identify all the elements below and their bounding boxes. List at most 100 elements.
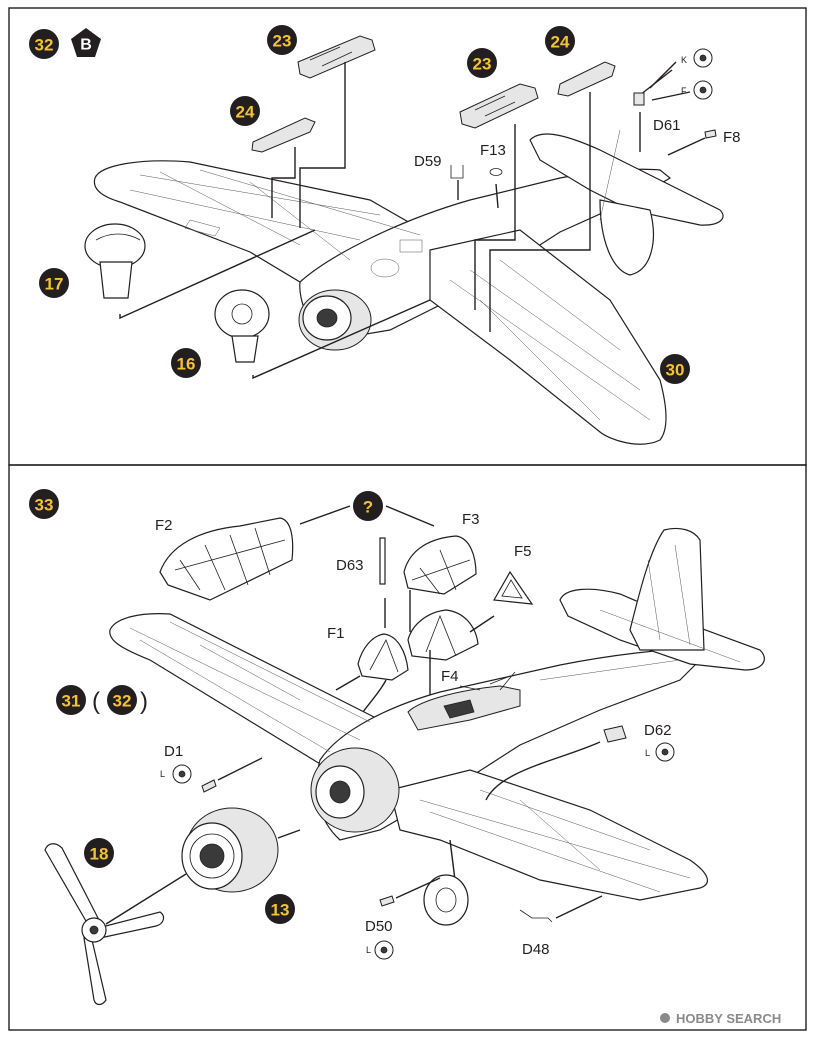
leader-f13 — [495, 183, 499, 209]
label-d59: D59 — [414, 153, 442, 170]
part-24-right — [557, 61, 616, 97]
callout-23-right: 23 — [467, 48, 497, 78]
label-d1: D1 — [164, 743, 183, 760]
callout-24-left: 24 — [230, 96, 260, 126]
part-24-left — [251, 117, 316, 153]
callout-18: 18 — [84, 838, 114, 868]
paint-code-d50: L — [366, 945, 371, 955]
part-d1 — [201, 779, 217, 793]
part-f8 — [704, 129, 717, 139]
svg-text:32: 32 — [35, 36, 54, 55]
leader-13 — [277, 829, 301, 839]
part-13-cowl — [181, 807, 279, 893]
paren-close: ) — [140, 688, 148, 715]
part-18-propeller — [44, 843, 165, 1006]
paint-swatch-d50 — [374, 940, 394, 960]
part-f3 — [403, 535, 477, 595]
callout-16: 16 — [171, 348, 201, 378]
watermark: HOBBY SEARCH — [660, 1011, 781, 1026]
leader-f5 — [469, 615, 495, 633]
part-d61 — [633, 69, 673, 106]
step-32-badge: B — [71, 28, 101, 57]
callout-13: 13 — [265, 894, 295, 924]
label-f1: F1 — [327, 625, 345, 642]
svg-text:32: 32 — [113, 692, 132, 711]
part-17 — [84, 223, 146, 299]
label-f5: F5 — [514, 543, 532, 560]
svg-text:17: 17 — [45, 275, 64, 294]
part-16 — [214, 289, 270, 363]
paren-open: ( — [92, 688, 100, 715]
step-33-marker: 33 — [29, 489, 59, 519]
leader-18 — [105, 873, 187, 925]
part-d48 — [519, 909, 553, 923]
svg-text:24: 24 — [551, 33, 570, 52]
leader-f1 — [335, 675, 361, 691]
label-f4: F4 — [441, 668, 459, 685]
leader-d50 — [395, 877, 441, 899]
svg-text:?: ? — [363, 498, 373, 517]
paint-code-d62: L — [645, 748, 650, 758]
part-d59 — [450, 165, 464, 179]
svg-text:33: 33 — [35, 496, 54, 515]
part-f4 — [407, 609, 479, 661]
paint-swatch-f — [693, 80, 713, 100]
part-f2 — [159, 517, 294, 601]
leader-23-right — [474, 124, 516, 310]
part-f5 — [493, 570, 534, 605]
callout-23-left: 23 — [267, 25, 297, 55]
leader-17 — [119, 229, 316, 320]
paint-swatch-d62 — [655, 742, 675, 762]
label-d63: D63 — [336, 557, 364, 574]
paint-code-d1: L — [160, 769, 165, 779]
svg-text:30: 30 — [666, 361, 685, 380]
paint-swatch-k — [693, 48, 713, 68]
label-d48: D48 — [522, 941, 550, 958]
label-d62: D62 — [644, 722, 672, 739]
svg-text:13: 13 — [271, 901, 290, 920]
aircraft-underside — [93, 129, 724, 445]
svg-text:23: 23 — [273, 32, 292, 51]
callout-17: 17 — [39, 268, 69, 298]
callout-24-right: 24 — [545, 26, 575, 56]
part-d63 — [379, 537, 386, 585]
leader-16 — [252, 299, 431, 380]
panel-step-33 — [8, 464, 807, 1031]
step-question-marker: ? — [353, 491, 383, 521]
leader-f8 — [667, 137, 706, 156]
label-f13: F13 — [480, 142, 506, 159]
leader-d1 — [217, 757, 263, 781]
leader-24-right — [489, 92, 591, 332]
svg-text:24: 24 — [236, 103, 255, 122]
part-f1 — [357, 633, 409, 681]
leader-d62 — [485, 741, 601, 801]
paint-code-f: F — [681, 86, 687, 96]
arrow-to-f3 — [385, 505, 435, 527]
label-d50: D50 — [365, 918, 393, 935]
leader-24-left — [271, 147, 296, 218]
paint-code-k: K — [681, 55, 687, 65]
part-d50 — [379, 895, 395, 907]
part-f13 — [489, 168, 503, 176]
callout-30: 30 — [660, 354, 690, 384]
callout-32: 32 — [107, 685, 137, 715]
label-f3: F3 — [462, 511, 480, 528]
aircraft-topside — [109, 527, 765, 926]
paint-swatch-d1 — [172, 764, 192, 784]
part-23-right — [459, 83, 539, 129]
leader-d48 — [555, 895, 603, 919]
label-d61: D61 — [653, 117, 681, 134]
svg-text:HOBBY SEARCH: HOBBY SEARCH — [676, 1011, 781, 1026]
svg-text:B: B — [80, 37, 92, 54]
callout-31: 31 — [56, 685, 86, 715]
step-32-marker: 32 — [29, 29, 59, 59]
svg-text:18: 18 — [90, 845, 109, 864]
leader-23-left — [299, 62, 346, 228]
label-f8: F8 — [723, 129, 741, 146]
part-d62 — [603, 725, 627, 743]
arrow-to-f2 — [299, 505, 351, 525]
leader-paint-f — [651, 91, 691, 101]
label-f2: F2 — [155, 517, 173, 534]
svg-text:31: 31 — [62, 692, 81, 711]
part-23-left — [297, 35, 376, 79]
